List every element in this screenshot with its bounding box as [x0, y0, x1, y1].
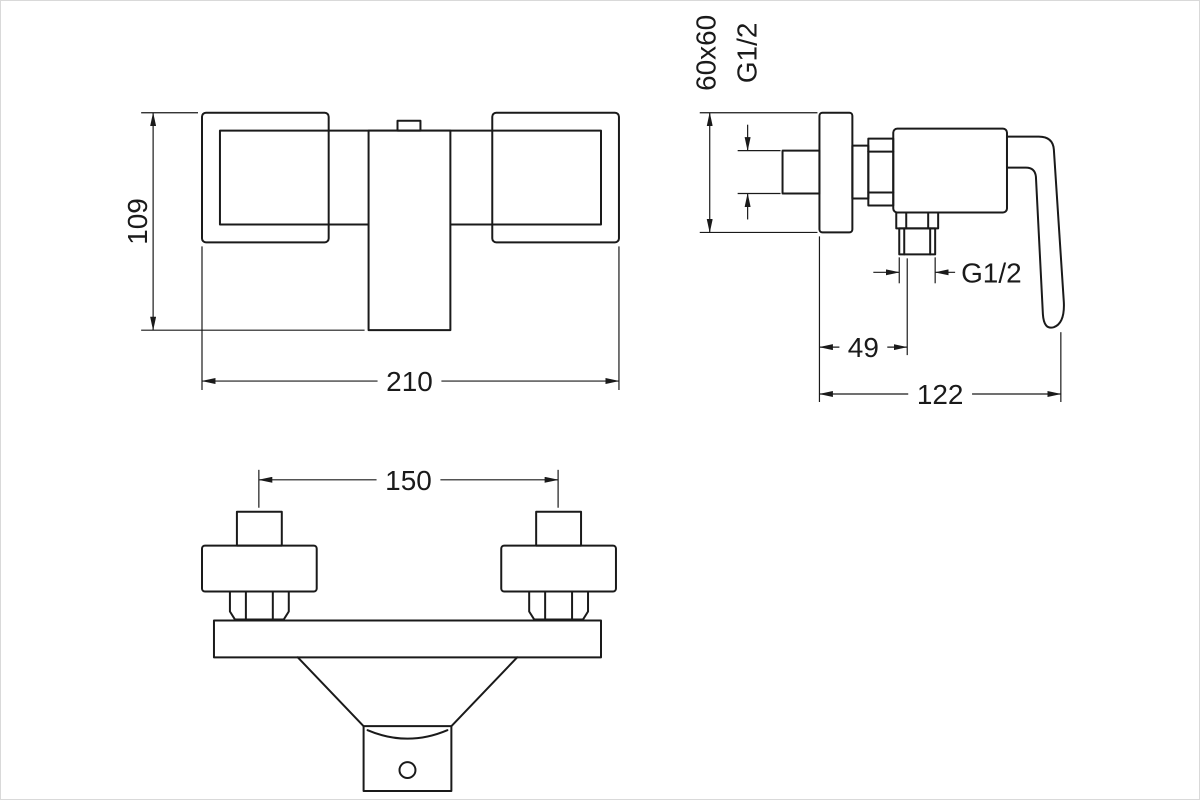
bottom-right-escutcheon: [500, 544, 617, 593]
front-handle-button: [396, 119, 422, 132]
front-view: 109 210: [122, 111, 620, 397]
bottom-view-outline: [201, 510, 617, 793]
bottom-right-nut: [528, 590, 590, 621]
front-right-flange: [491, 111, 620, 244]
front-width-label: 210: [386, 366, 433, 397]
bottom-outlet-hole: [398, 761, 417, 780]
bottom-body-bar: [212, 619, 602, 659]
side-handle-lever: [1005, 135, 1065, 329]
side-outlet-nut: [895, 211, 940, 230]
side-outlet-thread-dimension: G1/2: [873, 257, 1022, 288]
label-background: [124, 185, 151, 258]
side-wall-to-outlet-label: 49: [848, 332, 879, 363]
side-outlet-thread-label: G1/2: [961, 257, 1022, 288]
bottom-funnel-right-edge: [450, 656, 519, 728]
label-background: [376, 466, 441, 493]
side-view: 60x60 G1/2 G1/2: [691, 15, 1065, 410]
front-handle: [367, 129, 452, 332]
side-hex-nut: [867, 137, 895, 207]
side-wall-plate: [818, 111, 854, 234]
label-background: [377, 368, 442, 395]
front-left-flange: [201, 111, 330, 244]
bottom-outlet: [362, 725, 453, 793]
side-wall-to-outlet-dimension: 49: [818, 236, 908, 402]
bottom-outlet-lip: [366, 729, 449, 740]
label-background: [908, 381, 973, 407]
side-flange-dimension: 60x60: [691, 15, 818, 234]
bottom-centers-dimension: 150: [258, 465, 559, 508]
bottom-centers-label: 150: [385, 465, 432, 496]
front-left-flange-inner: [218, 129, 330, 226]
side-inlet-thread-label: G1/2: [732, 23, 763, 84]
front-right-flange-inner: [491, 129, 602, 226]
front-height-label: 109: [122, 198, 153, 245]
side-outlet-thread: [898, 227, 937, 256]
bottom-left-inlet: [235, 510, 283, 547]
bottom-right-inlet: [535, 510, 583, 547]
side-inlet-stub: [781, 149, 821, 195]
front-view-outline: [201, 111, 620, 332]
front-width-dimension: 210: [201, 246, 620, 397]
side-inlet-thread-dimension: G1/2: [732, 23, 781, 220]
side-total-depth-dimension: 122: [818, 332, 1062, 410]
side-connector-nut: [851, 144, 870, 200]
side-flange-size-label: 60x60: [691, 15, 722, 91]
side-view-outline: [781, 111, 1065, 329]
side-body: [892, 127, 1008, 214]
bottom-left-escutcheon: [201, 544, 318, 593]
front-height-dimension: 109: [122, 112, 365, 331]
side-total-depth-label: 122: [917, 379, 964, 410]
bottom-left-nut: [228, 590, 290, 621]
label-background: [839, 334, 888, 361]
bottom-funnel-left-edge: [296, 656, 365, 728]
bottom-view: 150: [201, 465, 617, 793]
